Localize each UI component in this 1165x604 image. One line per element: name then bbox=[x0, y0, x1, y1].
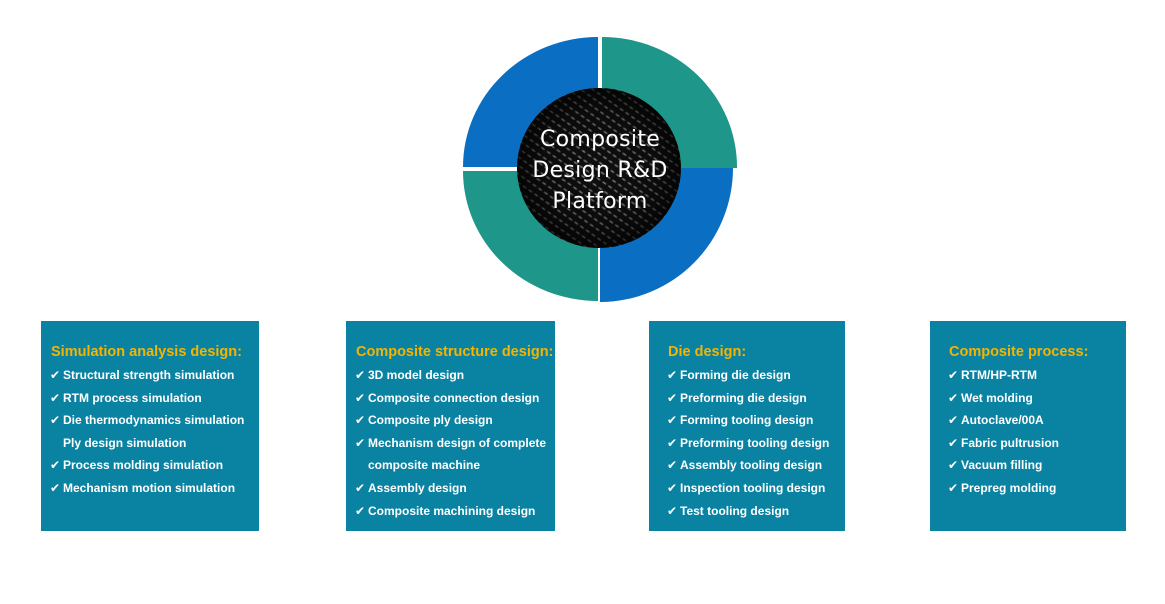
item-text: Vacuum filling bbox=[961, 458, 1043, 473]
list-item: ✔Forming die design bbox=[667, 364, 845, 387]
box-heading: Composite structure design: bbox=[356, 344, 554, 360]
list-item: ✔Preforming die design bbox=[667, 387, 845, 410]
platform-hub: Composite Design R&D Platform bbox=[463, 37, 737, 303]
checkmark-icon: ✔ bbox=[355, 368, 366, 382]
box-heading: Die design: bbox=[668, 344, 747, 360]
item-text: Preforming tooling design bbox=[680, 435, 830, 450]
item-list: ✔3D model design ✔Composite connection d… bbox=[355, 364, 555, 522]
list-item: ✔Composite machining design bbox=[355, 500, 555, 523]
item-text: Autoclave/00A bbox=[961, 413, 1044, 428]
list-item: ✔Mechanism motion simulation bbox=[50, 477, 259, 500]
checkmark-icon: ✔ bbox=[948, 458, 959, 473]
list-item: ✔Prepreg molding bbox=[948, 477, 1126, 500]
composite-process-box: Composite process: ✔RTM/HP-RTM ✔Wet mold… bbox=[930, 321, 1126, 531]
list-item: ✔Structural strength simulation bbox=[50, 364, 259, 387]
item-text: RTM process simulation bbox=[63, 390, 202, 405]
item-text: Composite connection design bbox=[368, 390, 540, 405]
checkmark-icon: ✔ bbox=[355, 413, 366, 428]
checkmark-icon: ✔ bbox=[948, 368, 959, 382]
ring-segment-top-right bbox=[602, 37, 737, 168]
checkmark-icon: ✔ bbox=[50, 480, 61, 495]
item-text: RTM/HP-RTM bbox=[961, 368, 1037, 382]
list-item: ✔3D model design bbox=[355, 364, 555, 387]
item-text: Prepreg molding bbox=[961, 480, 1057, 495]
checkmark-icon: ✔ bbox=[50, 390, 61, 405]
item-text: Die thermodynamics simulation bbox=[63, 413, 245, 428]
list-item: Ply design simulation bbox=[50, 432, 259, 455]
item-text: Assembly tooling design bbox=[680, 458, 823, 473]
item-list: ✔RTM/HP-RTM ✔Wet molding ✔Autoclave/00A … bbox=[948, 364, 1126, 500]
list-item: ✔Die thermodynamics simulation bbox=[50, 409, 259, 432]
list-item: ✔RTM/HP-RTM bbox=[948, 364, 1126, 387]
checkmark-icon: ✔ bbox=[50, 368, 61, 382]
list-item: ✔Composite connection design bbox=[355, 387, 555, 410]
item-text: Composite machining design bbox=[368, 503, 536, 518]
item-list: ✔Forming die design ✔Preforming die desi… bbox=[667, 364, 845, 522]
list-item: ✔Composite ply design bbox=[355, 409, 555, 432]
item-text: Inspection tooling design bbox=[680, 480, 826, 495]
list-item: ✔Mechanism design of complete bbox=[355, 432, 555, 455]
checkmark-icon: ✔ bbox=[948, 435, 959, 450]
list-item: composite machine bbox=[355, 454, 555, 477]
checkmark-icon: ✔ bbox=[667, 458, 678, 473]
checkmark-icon: ✔ bbox=[667, 368, 678, 382]
list-item: ✔Preforming tooling design bbox=[667, 432, 845, 455]
checkmark-icon: ✔ bbox=[948, 413, 959, 428]
item-text: Process molding simulation bbox=[63, 458, 224, 473]
item-list: ✔Structural strength simulation ✔RTM pro… bbox=[50, 364, 259, 500]
ring-segment-bottom-right bbox=[600, 168, 733, 302]
list-item: ✔Process molding simulation bbox=[50, 454, 259, 477]
item-text: Ply design simulation bbox=[63, 435, 187, 450]
checkmark-icon: ✔ bbox=[667, 413, 678, 428]
item-text: Wet molding bbox=[961, 390, 1033, 405]
checkmark-icon: ✔ bbox=[667, 480, 678, 495]
ring-segment-top-left bbox=[463, 37, 598, 167]
list-item: ✔Test tooling design bbox=[667, 500, 845, 523]
item-text: Test tooling design bbox=[680, 503, 790, 518]
die-design-box: Die design: ✔Forming die design ✔Preform… bbox=[649, 321, 845, 531]
item-text: composite machine bbox=[368, 458, 481, 473]
list-item: ✔RTM process simulation bbox=[50, 387, 259, 410]
item-text: Assembly design bbox=[368, 480, 467, 495]
item-text: Forming die design bbox=[680, 368, 791, 382]
box-heading: Composite process: bbox=[949, 344, 1089, 360]
ring-segment-bottom-left bbox=[463, 171, 598, 301]
list-item: ✔Autoclave/00A bbox=[948, 409, 1126, 432]
composite-structure-box: Composite structure design: ✔3D model de… bbox=[346, 321, 555, 531]
item-text: Mechanism design of complete bbox=[368, 435, 547, 450]
list-item: ✔Inspection tooling design bbox=[667, 477, 845, 500]
checkmark-icon: ✔ bbox=[355, 390, 366, 405]
checkmark-icon: ✔ bbox=[667, 390, 678, 405]
item-text: Preforming die design bbox=[680, 390, 807, 405]
checkmark-icon: ✔ bbox=[50, 458, 61, 473]
list-item: ✔Fabric pultrusion bbox=[948, 432, 1126, 455]
checkmark-icon: ✔ bbox=[948, 390, 959, 405]
list-item: ✔Assembly tooling design bbox=[667, 454, 845, 477]
checkmark-icon: ✔ bbox=[667, 503, 678, 518]
box-heading: Simulation analysis design: bbox=[51, 344, 242, 360]
hub-ring bbox=[463, 37, 737, 302]
checkmark-icon: ✔ bbox=[355, 503, 366, 518]
list-item: ✔Forming tooling design bbox=[667, 409, 845, 432]
checkmark-icon: ✔ bbox=[50, 413, 61, 428]
checkmark-icon: ✔ bbox=[948, 480, 959, 495]
simulation-analysis-box: Simulation analysis design: ✔Structural … bbox=[41, 321, 259, 531]
item-text: Structural strength simulation bbox=[63, 368, 235, 382]
item-text: Composite ply design bbox=[368, 413, 493, 428]
checkmark-icon: ✔ bbox=[667, 435, 678, 450]
list-item: ✔Wet molding bbox=[948, 387, 1126, 410]
checkmark-icon: ✔ bbox=[355, 435, 366, 450]
list-item: ✔Assembly design bbox=[355, 477, 555, 500]
item-text: Fabric pultrusion bbox=[961, 435, 1060, 450]
item-text: 3D model design bbox=[368, 368, 465, 382]
item-text: Mechanism motion simulation bbox=[63, 480, 236, 495]
item-text: Forming tooling design bbox=[680, 413, 814, 428]
checkmark-icon: ✔ bbox=[355, 480, 366, 495]
list-item: ✔Vacuum filling bbox=[948, 454, 1126, 477]
